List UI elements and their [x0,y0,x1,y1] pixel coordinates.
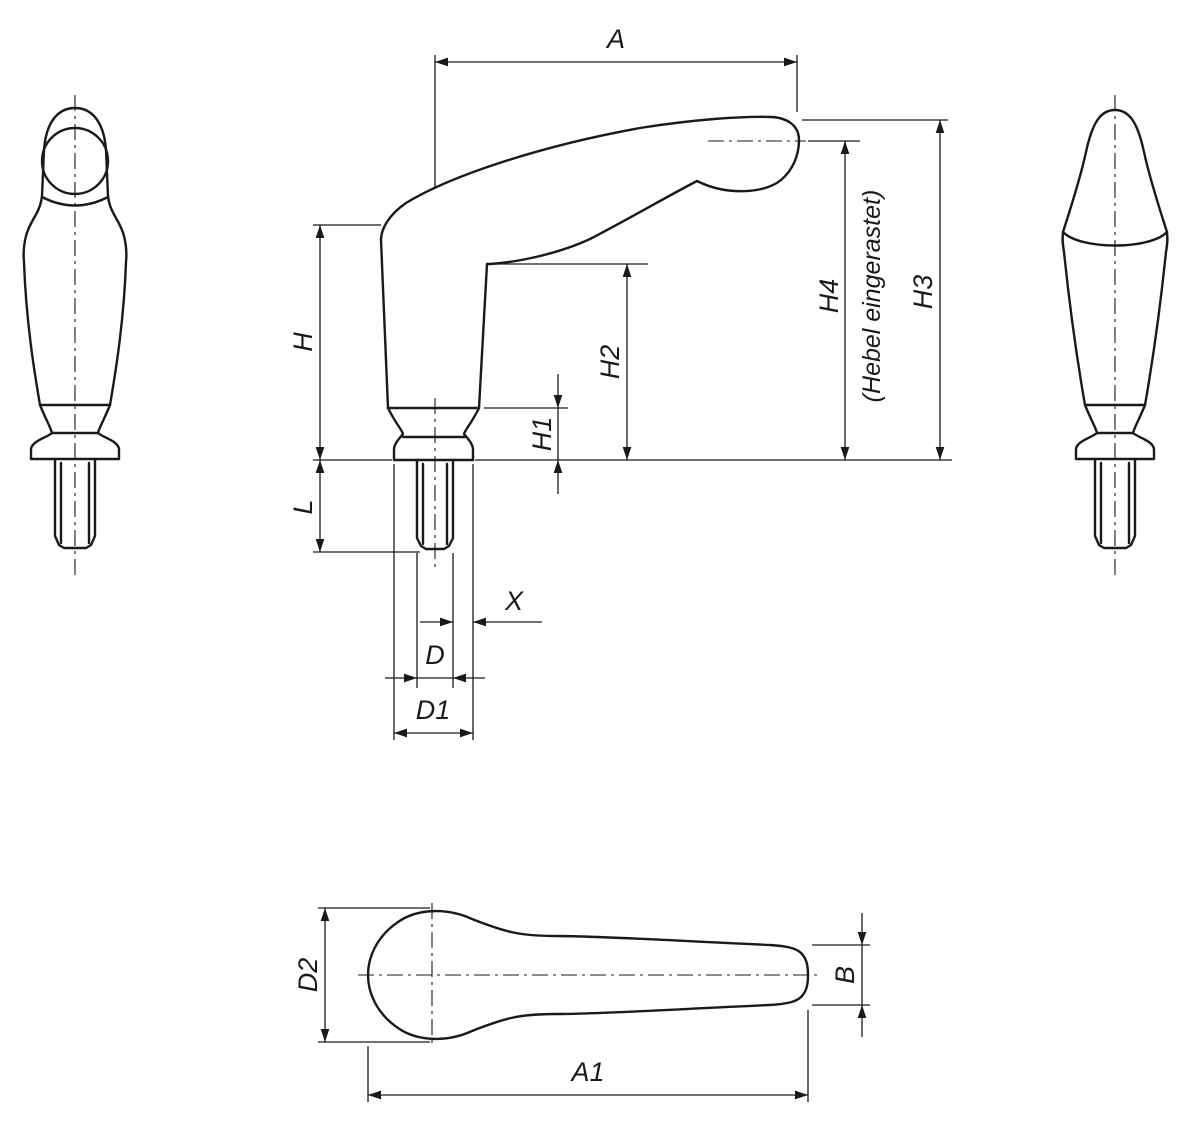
dim-h-label: H [288,332,318,352]
collar-left [386,406,405,462]
end-view-tip-outline-right [1113,108,1169,234]
end-view-collar-left [1074,403,1099,461]
dim-d-label: D [425,640,445,670]
dimensions-top-view: D2 B A1 [293,907,870,1102]
dim-d1-label: D1 [416,695,451,725]
dim-d2-label: D2 [293,958,323,993]
collar-right [462,406,481,462]
front-view-knob-sphere [40,126,110,196]
front-view-stud [53,457,97,550]
end-view-collar-right [1131,403,1156,461]
front-view [22,95,128,578]
front-view-collar-right [96,403,121,461]
dim-h1-label: H1 [527,417,557,452]
dim-x-label: X [504,586,524,616]
dim-h4-note: (Hebel eingerastet) [858,190,886,403]
top-view [358,903,818,1047]
dim-b-label: B [830,966,860,984]
side-view [379,115,806,572]
end-view [1061,95,1169,578]
dim-h2-label: H2 [595,345,625,380]
dim-h4-label: H4 [814,279,844,314]
end-view-body-right [1143,231,1169,407]
top-view-handle-outline [366,909,810,1041]
front-view-knob-outline [22,106,77,407]
dimensions-side-view: A H L H1 H2 H4 (Hebel eingerastet) H3 [288,24,952,740]
front-view-knob-outline-right [73,106,128,407]
dim-l-label: L [288,499,318,514]
dim-a1-label: A1 [569,1057,604,1087]
stud [415,458,455,551]
front-view-collar-left [29,403,54,461]
lever-outline [379,115,801,410]
dim-a-label: A [605,24,625,54]
end-view-tip-outline-left [1061,108,1117,234]
front-view-neck-crease [40,195,110,207]
end-view-section-curve [1061,230,1169,247]
dim-h3-label: H3 [908,275,938,310]
end-view-stud [1093,457,1137,550]
end-view-body-left [1061,231,1087,407]
